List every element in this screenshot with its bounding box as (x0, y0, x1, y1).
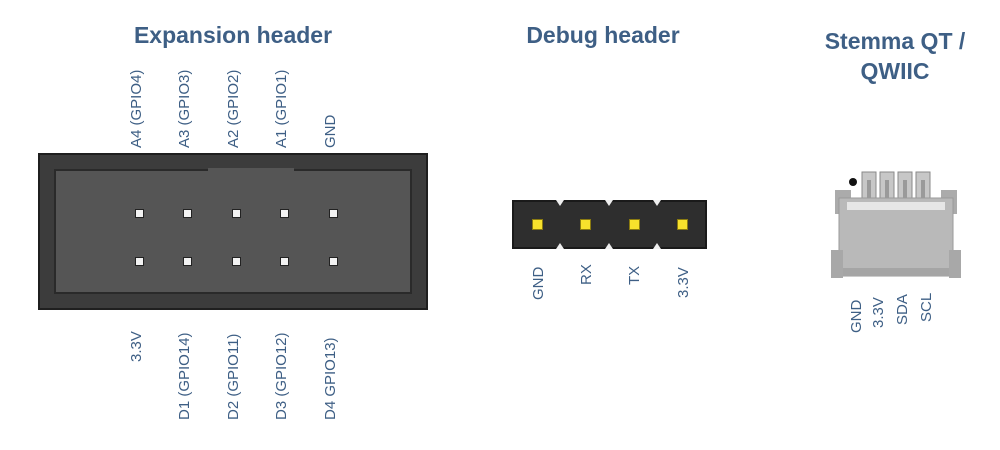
expansion-header-connector (38, 153, 428, 310)
expansion-pin-top-5 (329, 209, 338, 218)
expansion-pin-top-4 (280, 209, 289, 218)
polarity-dot (849, 178, 857, 186)
expansion-bottom-label-3: D2 (GPIO11) (225, 333, 242, 420)
stemma-title: Stemma QT / QWIIC (800, 26, 990, 86)
debug-header-connector (512, 200, 707, 249)
debug-pin-3 (629, 219, 640, 230)
debug-header-title: Debug header (526, 22, 680, 48)
stemma-label-4: SCL (918, 292, 935, 322)
expansion-pin-top-2 (183, 209, 192, 218)
expansion-header-socket (54, 168, 412, 294)
stemma-label-1: GND (848, 299, 865, 333)
debug-pin-2 (580, 219, 591, 230)
expansion-pin-bottom-4 (280, 257, 289, 266)
expansion-top-label-1: A4 (GPIO4) (128, 69, 145, 148)
expansion-bottom-label-1: 3.3V (128, 331, 145, 362)
stemma-title-line2: QWIIC (860, 58, 930, 84)
debug-header-separators (556, 200, 661, 249)
stemma-qt-connector (831, 171, 961, 278)
expansion-header-key-notch (208, 168, 294, 185)
debug-label-2: RX (578, 264, 595, 285)
expansion-top-label-2: A3 (GPIO3) (176, 69, 193, 148)
expansion-bottom-label-4: D3 (GPIO12) (273, 332, 290, 420)
debug-label-3: TX (626, 265, 643, 285)
stemma-label-3: SDA (894, 294, 911, 325)
expansion-top-label-3: A2 (GPIO2) (225, 69, 242, 148)
debug-pin-4 (677, 219, 688, 230)
debug-pin-1 (532, 219, 543, 230)
stemma-label-2: 3.3V (870, 297, 887, 328)
debug-label-4: 3.3V (675, 267, 692, 298)
expansion-bottom-label-2: D1 (GPIO14) (176, 332, 193, 420)
stemma-title-line1: Stemma QT / (824, 28, 966, 54)
expansion-pin-top-1 (135, 209, 144, 218)
expansion-pin-top-3 (232, 209, 241, 218)
expansion-pin-bottom-3 (232, 257, 241, 266)
debug-label-1: GND (530, 266, 547, 300)
expansion-header-title: Expansion header (133, 22, 333, 48)
expansion-pin-bottom-1 (135, 257, 144, 266)
expansion-top-label-5: GND (322, 114, 339, 148)
expansion-pin-bottom-5 (329, 257, 338, 266)
expansion-top-label-4: A1 (GPIO1) (273, 69, 290, 148)
expansion-bottom-label-5: D4 GPIO13) (322, 337, 339, 420)
expansion-pin-bottom-2 (183, 257, 192, 266)
